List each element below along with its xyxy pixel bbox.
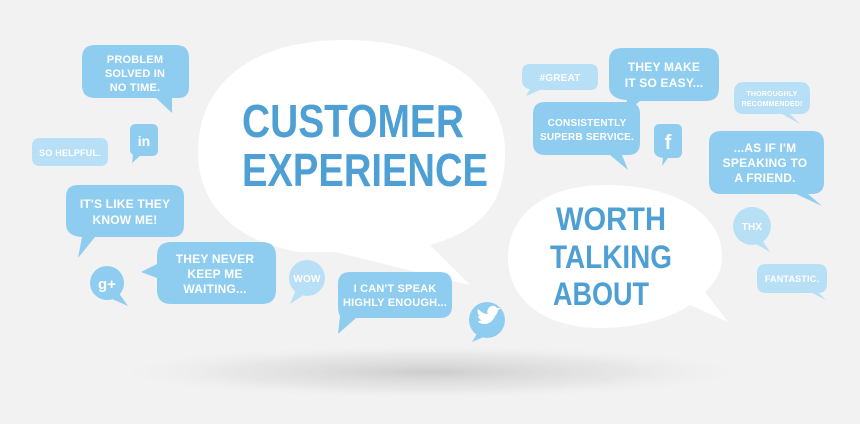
bubble-text: FANTASTIC. xyxy=(765,274,819,284)
bubble-text: KNOW ME! xyxy=(93,213,158,227)
bubble-text: I CAN'T SPEAK xyxy=(354,283,437,295)
bubble-text: THEY NEVER xyxy=(176,252,255,266)
bubble-never-keep-waiting: THEY NEVER KEEP ME WAITING... xyxy=(141,242,276,304)
tagline-speech-bubble: WORTH TALKING ABOUT xyxy=(508,185,728,328)
bubble-text: #GREAT xyxy=(539,73,580,84)
bubble-text: CONSISTENTLY xyxy=(548,118,627,129)
linkedin-icon: in xyxy=(130,124,158,163)
twitter-icon xyxy=(469,302,505,342)
bubble-so-easy: THEY MAKE IT SO EASY... xyxy=(609,48,719,113)
bubble-text: SPEAKING TO xyxy=(723,156,808,170)
bubble-text: PROBLEM xyxy=(107,54,163,66)
tagline-line-1: WORTH xyxy=(556,201,666,237)
bubble-text: KEEP ME xyxy=(187,267,242,281)
bubble-text: SOLVED IN xyxy=(105,68,165,80)
bubble-problem-solved: PROBLEM SOLVED IN NO TIME. xyxy=(82,45,189,113)
svg-text:in: in xyxy=(138,133,150,149)
bubble-text: NO TIME. xyxy=(110,82,161,94)
floor-shadow xyxy=(100,344,760,400)
bubble-thx: THX xyxy=(733,207,771,252)
headline-line-1: CUSTOMER xyxy=(242,95,464,147)
bubble-text: SO HELPFUL. xyxy=(39,148,101,158)
svg-text:f: f xyxy=(665,132,672,154)
bubble-text: HIGHLY ENOUGH... xyxy=(343,297,447,309)
bubble-text: IT SO EASY... xyxy=(625,76,704,90)
bubble-text: IT'S LIKE THEY xyxy=(80,197,170,211)
tagline-line-2: TALKING xyxy=(550,239,672,275)
bubble-text: ...AS IF I'M xyxy=(734,141,797,155)
bubble-great: #GREAT xyxy=(522,64,598,96)
svg-text:g+: g+ xyxy=(98,276,116,293)
bubble-text: THX xyxy=(742,222,763,233)
bubble-cant-speak-highly: I CAN'T SPEAK HIGHLY ENOUGH... xyxy=(338,272,452,334)
bubble-speaking-to-friend: ...AS IF I'M SPEAKING TO A FRIEND. xyxy=(709,131,824,206)
googleplus-icon: g+ xyxy=(90,266,128,306)
bubble-text: WAITING... xyxy=(183,282,246,296)
headline-line-2: EXPERIENCE xyxy=(242,144,488,196)
bubble-thoroughly-recommended: THOROUGHLY RECOMMENDED! xyxy=(734,82,810,124)
bubble-text: THOROUGHLY xyxy=(746,91,797,98)
bubble-text: A FRIEND. xyxy=(734,171,795,185)
bubble-text: SUPERB SERVICE. xyxy=(540,132,634,143)
bubble-text: WOW xyxy=(293,274,321,285)
bubble-text: THEY MAKE xyxy=(628,60,700,74)
bubble-so-helpful: SO HELPFUL. xyxy=(32,138,108,166)
bubble-text: RECOMMENDED! xyxy=(741,101,802,108)
bubble-consistently-superb: CONSISTENTLY SUPERB SERVICE. xyxy=(533,102,640,170)
bubble-like-they-know: IT'S LIKE THEY KNOW ME! xyxy=(66,185,184,258)
tagline-line-3: ABOUT xyxy=(553,276,649,312)
bubble-fantastic: FANTASTIC. xyxy=(757,264,827,300)
bubble-wow: WOW xyxy=(289,260,325,304)
facebook-icon: f xyxy=(654,124,682,166)
main-speech-bubble: CUSTOMER EXPERIENCE xyxy=(198,40,505,285)
